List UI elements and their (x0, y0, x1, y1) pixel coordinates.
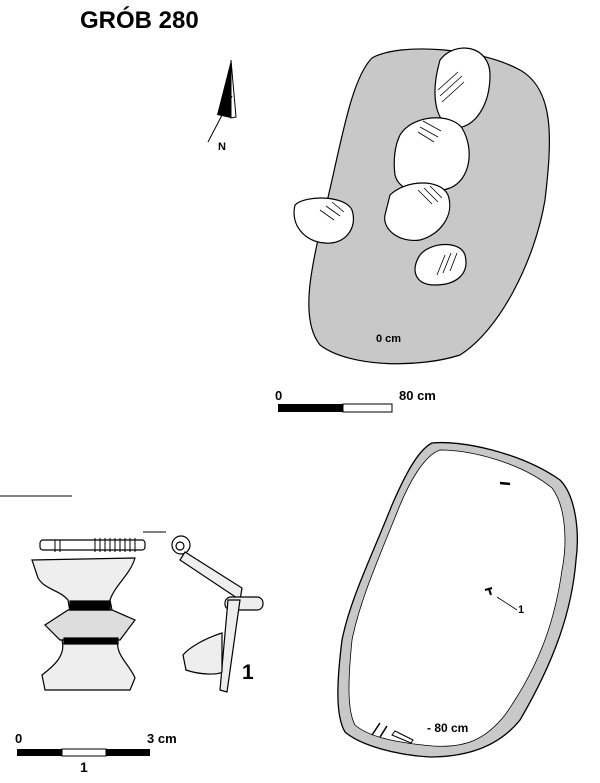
artifact-number: 1 (242, 661, 254, 684)
artifact-scale-start: 0 (15, 731, 23, 746)
lower-depth-label: - 80 cm (427, 721, 469, 735)
leader-line (496, 596, 518, 611)
upper-scale-bar (278, 403, 393, 413)
artifact-scale-bar (17, 748, 150, 757)
north-label: N (218, 141, 226, 153)
upper-scale-end: 80 cm (399, 388, 436, 403)
lower-pit-plan (337, 441, 578, 758)
artifact-scale-end: 3 cm (147, 731, 177, 746)
fibula-side-view (171, 535, 264, 693)
fibula-front-view (31, 538, 146, 691)
find-label: 1 (518, 604, 525, 616)
find-mark (499, 481, 511, 486)
upper-depth-label: 0 cm (376, 333, 402, 345)
artifact-scale-caption: 1 (80, 759, 88, 775)
upper-pit-plan (293, 47, 550, 365)
stone-hatching (319, 71, 465, 276)
page-title: GRÓB 280 (80, 7, 199, 34)
find-mark-1 (484, 587, 493, 596)
upper-scale-start: 0 (275, 388, 283, 403)
bone-fragments (371, 722, 388, 738)
object-outline (391, 730, 414, 744)
north-arrow-icon (207, 59, 237, 143)
